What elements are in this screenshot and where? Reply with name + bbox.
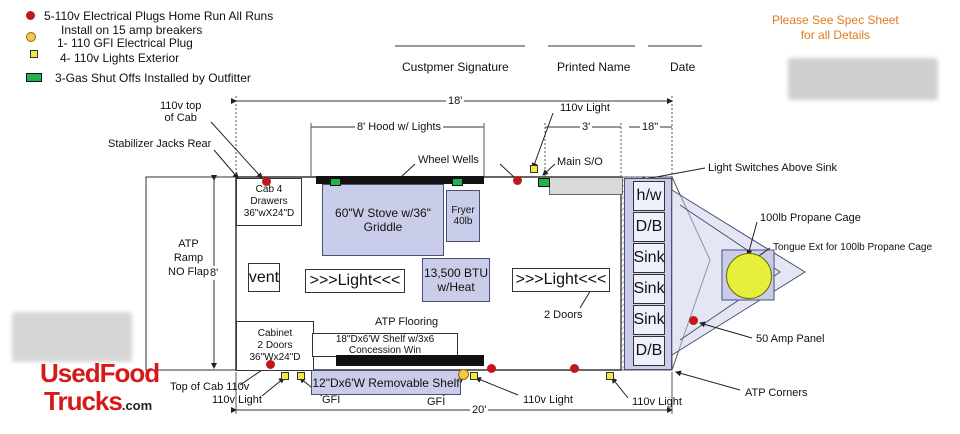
gas-shutoff-icon <box>538 178 550 187</box>
callout-top-cab-110v: Top of Cab 110v <box>170 381 250 393</box>
dim-overall: 18' <box>446 95 465 108</box>
callout-atp-ramp: ATP Ramp NO Flap <box>168 238 209 278</box>
light-icon <box>281 372 289 380</box>
gas-shutoff-icon <box>452 178 463 186</box>
logo-suffix: .com <box>121 398 153 413</box>
dim-bottom: 20' <box>470 404 489 417</box>
sink-cell-hw: h/w <box>633 181 665 211</box>
light-icon <box>470 372 478 380</box>
ac-unit-btu: 13,500 BTU w/Heat <box>422 258 490 302</box>
sink-cell-sink-2: Sink <box>633 274 665 304</box>
gas-shutoff-icon <box>330 178 341 186</box>
blurred-mark-top <box>788 58 938 100</box>
legend-item-gfi: 1- 110 GFI Electrical Plug <box>57 36 193 50</box>
logo-line1: UsedFood <box>40 358 160 388</box>
light-legend-icon <box>30 50 38 58</box>
callout-gfi-mid: GFI <box>427 396 446 408</box>
date-label: Date <box>670 60 696 74</box>
light-fixture-left: >>>Light<<< <box>305 269 405 293</box>
legend-item-plugs-note: Install on 15 amp breakers <box>61 23 203 37</box>
callout-tongue-ext: Tongue Ext for 100lb Propane Cage <box>773 242 932 253</box>
logo-line2-wrap: Trucks.com <box>44 388 152 414</box>
legend-item-lights: 4- 110v Lights Exterior <box>60 51 180 65</box>
callout-propane-cage: 100lb Propane Cage <box>760 212 861 224</box>
sink-cell-sink-1: Sink <box>633 243 665 273</box>
callout-110v-light-top: 110v Light <box>560 102 610 114</box>
dim-width: 8' <box>210 266 219 281</box>
plug-icon <box>262 177 271 186</box>
callout-110v-light-right: 110v Light <box>632 396 682 408</box>
plug-legend-icon <box>26 11 35 20</box>
light-icon <box>297 372 305 380</box>
shelf-concession: 18"Dx6'W Shelf w/3x6 Concession Win <box>312 333 458 357</box>
callout-atp-corners: ATP Corners <box>745 387 808 399</box>
sink-cell-db-top: D/B <box>633 212 665 242</box>
printed-name-label: Printed Name <box>557 60 631 74</box>
callout-gfi-left: GFI <box>322 394 341 406</box>
callout-110v-light-mid: 110v Light <box>523 394 573 406</box>
dim-hood: 8' Hood w/ Lights <box>355 121 444 134</box>
dim-eighteen-in: 18" <box>640 121 661 134</box>
spec-sheet-note: Please See Spec Sheet for all Details <box>772 13 899 42</box>
dim-three-ft: 3' <box>580 121 593 134</box>
gfi-icon <box>458 369 469 380</box>
callout-50-amp-panel: 50 Amp Panel <box>756 333 825 345</box>
plug-icon <box>570 364 579 373</box>
plug-icon <box>689 316 698 325</box>
callout-110v-light-left: 110v Light <box>212 394 262 406</box>
cabinet-bottom: Cabinet 2 Doors 36"Wx24"D <box>236 321 314 371</box>
customer-signature-label: Custpmer Signature <box>402 60 509 74</box>
plug-icon <box>487 364 496 373</box>
callout-two-doors: 2 Doors <box>544 309 583 321</box>
vent: vent <box>248 263 280 292</box>
legend-item-gas: 3-Gas Shut Offs Installed by Outfitter <box>55 71 251 85</box>
stove-griddle: 60"W Stove w/36" Griddle <box>322 184 444 256</box>
callout-stabilizer: Stabilizer Jacks Rear <box>108 138 212 150</box>
callout-light-switches: Light Switches Above Sink <box>708 162 838 174</box>
sink-cell-sink-3: Sink <box>633 305 665 335</box>
sink-cell-db-bottom: D/B <box>633 336 665 366</box>
legend-item-plugs: 5-110v Electrical Plugs Home Run All Run… <box>44 9 274 23</box>
blurred-mark-bottom <box>12 312 132 362</box>
concession-window <box>336 355 484 366</box>
light-icon <box>606 372 614 380</box>
propane-tank-icon <box>726 253 772 299</box>
callout-atp-flooring: ATP Flooring <box>375 316 439 328</box>
hood-bar <box>316 176 484 184</box>
callout-wheel-wells: Wheel Wells <box>418 154 479 166</box>
light-fixture-right: >>>Light<<< <box>512 268 610 292</box>
callout-main-so: Main S/O <box>557 156 603 168</box>
light-icon <box>530 165 538 173</box>
gfi-legend-icon <box>26 32 36 42</box>
fryer: Fryer 40lb <box>446 190 480 242</box>
gas-legend-icon <box>26 73 42 82</box>
plug-icon <box>513 176 522 185</box>
callout-top-of-cab: 110v top of Cab <box>160 100 202 125</box>
removable-shelf: 12"Dx6'W Removable Shelf <box>311 370 461 395</box>
logo-line2: Trucks <box>44 386 123 416</box>
plug-icon <box>266 360 275 369</box>
cabinet-drawers-top: Cab 4 Drawers 36"wX24"D <box>236 178 302 226</box>
main-so-box <box>549 177 623 195</box>
